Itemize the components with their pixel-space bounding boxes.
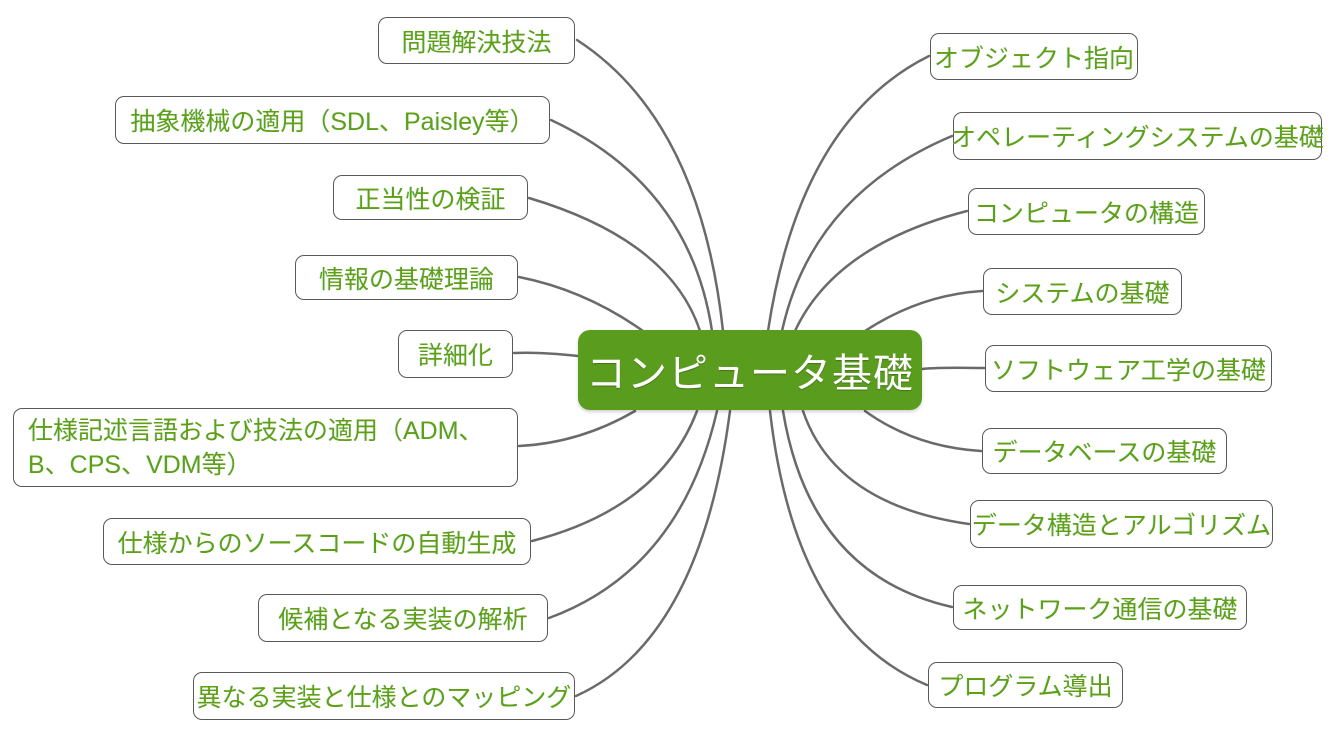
branch-refinement[interactable]: 詳細化	[398, 330, 513, 378]
connector-right-4	[863, 289, 984, 333]
branch-operating-systems-basics[interactable]: オペレーティングシステムの基礎	[951, 112, 1324, 160]
branch-code-autogeneration-from-spec[interactable]: 仕様からのソースコードの自動生成	[103, 518, 531, 565]
branch-program-derivation[interactable]: プログラム導出	[928, 662, 1123, 708]
branch-object-orientation[interactable]: オブジェクト指向	[930, 33, 1138, 80]
connector-left-4	[517, 275, 645, 333]
branch-abstract-machines-application[interactable]: 抽象機械の適用（SDL、Paisley等）	[115, 96, 550, 144]
branch-software-engineering-basics[interactable]: ソフトウェア工学の基礎	[985, 345, 1272, 392]
connector-left-1	[575, 38, 725, 333]
connector-right-9	[768, 409, 929, 687]
branch-correctness-verification[interactable]: 正当性の検証	[333, 175, 528, 220]
connector-left-2	[549, 118, 714, 333]
connector-right-2	[780, 134, 954, 333]
branch-data-structures-algorithms[interactable]: データ構造とアルゴリズム	[970, 500, 1273, 548]
branch-systems-basics[interactable]: システムの基礎	[983, 268, 1182, 315]
branch-problem-solving-techniques[interactable]: 問題解決技法	[378, 17, 575, 64]
connector-left-3	[527, 196, 702, 333]
central-topic[interactable]: コンピュータ基礎	[578, 330, 922, 410]
connector-right-7	[801, 409, 971, 526]
branch-information-theory-basics[interactable]: 情報の基礎理論	[295, 255, 518, 300]
connector-right-8	[781, 409, 954, 609]
branch-spec-languages-application[interactable]: 仕様記述言語および技法の適用（ADM、B、CPS、VDM等）	[13, 408, 518, 487]
connector-right-1	[766, 54, 931, 333]
connector-right-6	[863, 409, 983, 453]
branch-database-basics[interactable]: データベースの基礎	[982, 428, 1227, 474]
branch-computer-architecture[interactable]: コンピュータの構造	[968, 188, 1205, 235]
connector-left-8	[547, 409, 719, 620]
branch-candidate-implementation-analysis[interactable]: 候補となる実装の解析	[258, 594, 548, 642]
connector-left-5	[512, 351, 580, 358]
connector-left-7	[530, 409, 699, 543]
branch-implementation-spec-mapping[interactable]: 異なる実装と仕様とのマッピング	[193, 672, 575, 720]
branch-network-communication-basics[interactable]: ネットワーク通信の基礎	[953, 585, 1247, 630]
connector-left-9	[574, 409, 732, 698]
connector-right-5	[920, 366, 986, 371]
connector-left-6	[517, 409, 637, 448]
connector-right-3	[793, 209, 969, 333]
